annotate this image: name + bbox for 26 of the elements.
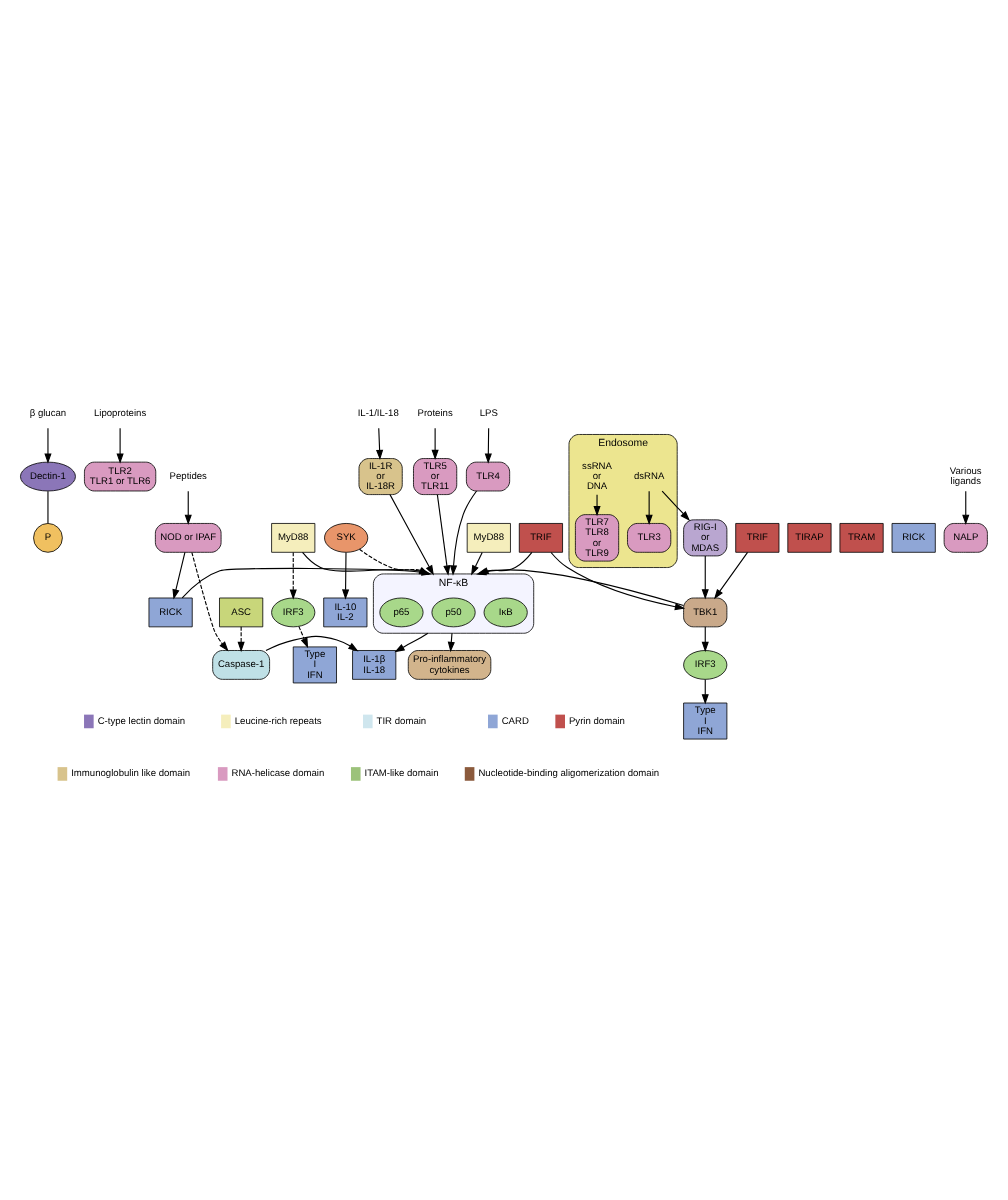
arrow (645, 490, 653, 525)
arrow (298, 626, 309, 649)
arrow (191, 551, 229, 652)
arrow (289, 551, 297, 600)
arrow (449, 490, 478, 576)
arrow (172, 551, 186, 600)
arrow (394, 632, 429, 653)
arrow (550, 551, 686, 611)
arrow (237, 626, 245, 653)
arrow (661, 490, 691, 521)
arrow (436, 494, 451, 576)
arrow (447, 632, 455, 653)
arrow (701, 555, 709, 600)
arrow (184, 490, 192, 525)
arrow (431, 427, 439, 461)
arrow (593, 494, 601, 517)
arrow (714, 551, 749, 600)
arrow (44, 427, 52, 464)
connector (47, 490, 49, 524)
arrow (342, 551, 350, 600)
arrow (484, 427, 492, 464)
arrow (376, 427, 384, 461)
arrow (116, 427, 124, 464)
arrow (471, 551, 483, 576)
arrow (962, 490, 970, 525)
arrow (265, 635, 359, 652)
